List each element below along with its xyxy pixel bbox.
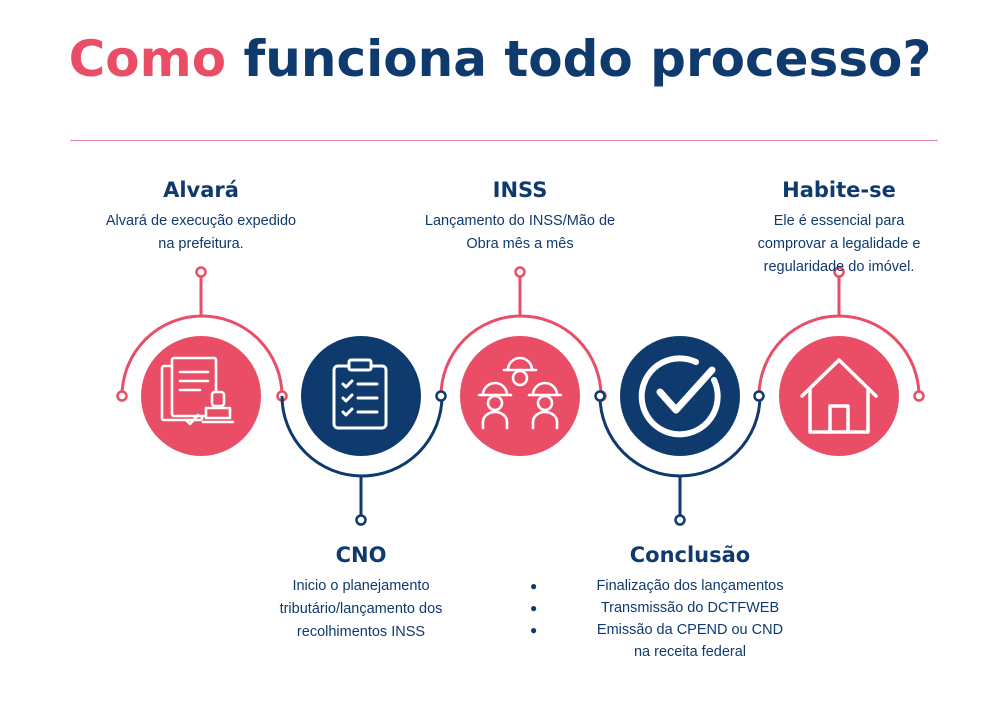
step-desc-alvara: Alvará de execução expedido na prefeitur… xyxy=(81,210,321,256)
title-rest: funciona todo processo? xyxy=(243,30,932,88)
step-conclusao-text: Conclusão ● Finalização dos lançamentos ●… xyxy=(530,543,820,663)
step-desc-habite: Ele é essencial para comprovar a legalid… xyxy=(724,210,954,279)
step-inss-graphic xyxy=(435,266,607,456)
desc-line: recolhimentos INSS xyxy=(296,624,426,640)
conclusao-left-node xyxy=(594,390,606,402)
desc-line: na prefeitura. xyxy=(158,236,244,252)
house-icon xyxy=(800,358,878,434)
alvara-top-node xyxy=(195,266,207,278)
alvara-left-node xyxy=(116,390,128,402)
step-alvara-graphic xyxy=(116,266,288,456)
workers-helmet-icon xyxy=(477,356,563,430)
habite-top-node xyxy=(833,266,845,278)
list-item: ● Transmissão do DCTFWEB xyxy=(530,597,820,619)
list-item: ● Emissão da CPEND ou CND xyxy=(530,619,820,641)
bullet-text: Emissão da CPEND ou CND xyxy=(596,622,784,638)
desc-line: Alvará de execução expedido xyxy=(105,213,297,229)
desc-line: Inicio o planejamento xyxy=(292,578,430,594)
inss-icon-circle xyxy=(460,336,580,456)
conclusao-bottom-node xyxy=(674,514,686,526)
check-circle-icon xyxy=(638,355,721,438)
step-cno-graphic xyxy=(280,336,444,526)
step-alvara-text: Alvará Alvará de execução expedido na pr… xyxy=(81,178,321,256)
page-title: Como funciona todo processo? xyxy=(0,30,1000,88)
cno-icon-circle xyxy=(301,336,421,456)
bullet-text: Transmissão do DCTFWEB xyxy=(600,600,780,616)
list-item: ● Finalização dos lançamentos xyxy=(530,575,820,597)
desc-line: Obra mês a mês xyxy=(466,236,574,252)
step-cno-text: CNO Inicio o planejamento tributário/lan… xyxy=(236,543,486,644)
desc-line: tributário/lançamento dos xyxy=(279,601,443,617)
list-item-continuation: na receita federal xyxy=(560,641,820,663)
inss-top-node xyxy=(514,266,526,278)
clipboard-checklist-icon xyxy=(332,358,388,430)
desc-line: comprovar a legalidade e xyxy=(757,236,921,252)
desc-line: Lançamento do INSS/Mão de xyxy=(424,213,616,229)
bullet-dot: ● xyxy=(530,601,538,615)
habite-icon-circle xyxy=(779,336,899,456)
step-desc-cno: Inicio o planejamento tributário/lançame… xyxy=(236,575,486,644)
inss-left-node xyxy=(435,390,447,402)
step-conclusao-graphic xyxy=(594,336,762,526)
step-title-alvara: Alvará xyxy=(163,178,239,202)
step-desc-inss: Lançamento do INSS/Mão de Obra mês a mês xyxy=(395,210,645,256)
step-title-cno: CNO xyxy=(335,543,387,567)
cno-bottom-node xyxy=(355,514,367,526)
document-stamp-icon xyxy=(160,356,235,426)
bullet-text: Finalização dos lançamentos xyxy=(596,578,784,594)
step-title-conclusao: Conclusão xyxy=(629,543,751,567)
step-habite-graphic xyxy=(753,266,925,456)
bullet-dot: ● xyxy=(530,623,538,637)
step-title-inss: INSS xyxy=(492,178,548,202)
conclusao-icon-circle xyxy=(620,336,740,456)
step-inss-text: INSS Lançamento do INSS/Mão de Obra mês … xyxy=(395,178,645,256)
title-divider xyxy=(70,140,938,141)
conclusao-bullet-list: ● Finalização dos lançamentos ● Transmissã… xyxy=(530,575,820,663)
step-habite-text: Habite-se Ele é essencial para comprovar… xyxy=(724,178,954,279)
bullet-dot: ● xyxy=(530,579,538,593)
bullet-text: na receita federal xyxy=(633,644,747,660)
step-title-habite: Habite-se xyxy=(782,178,896,202)
desc-line: regularidade do imóvel. xyxy=(763,259,915,275)
title-highlight: Como xyxy=(68,30,227,88)
habite-left-node xyxy=(753,390,765,402)
habite-right-node xyxy=(913,390,925,402)
desc-line: Ele é essencial para xyxy=(773,213,905,229)
